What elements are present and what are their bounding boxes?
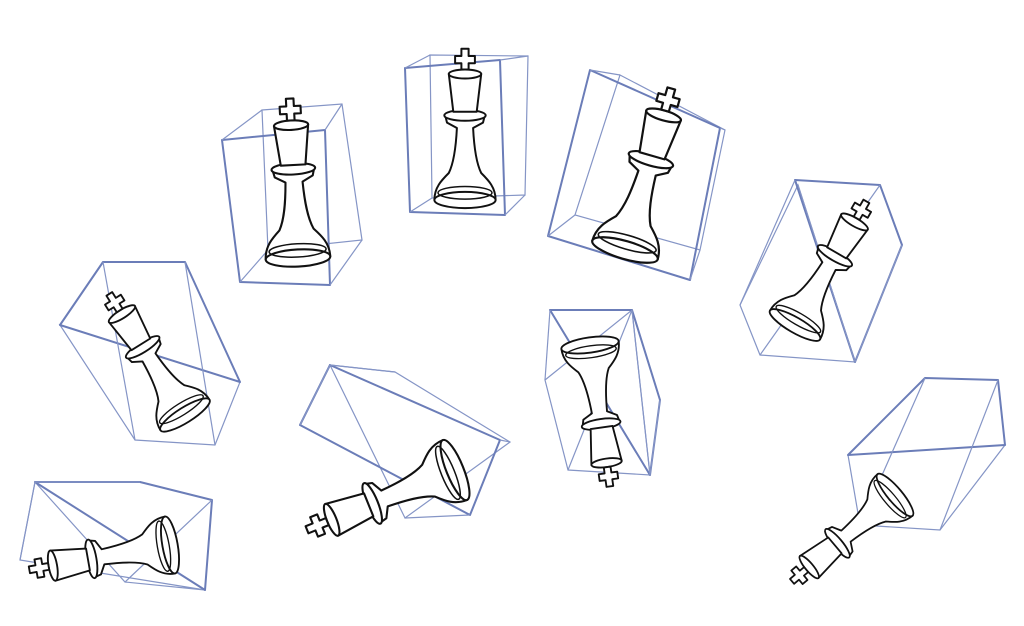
bounding-box-edge [102,261,136,441]
bounding-box-edge [329,239,363,286]
bounding-box-edge [404,54,431,69]
bounding-box-edge [239,249,269,283]
king-in-box-2 [404,47,529,216]
bounding-box-edge [544,309,551,381]
king-in-box-1 [221,95,363,286]
bounding-box-edge [719,127,726,131]
bounding-box-edge [589,69,621,76]
chess-king-icon [773,468,919,604]
bounding-box-edge [499,55,529,61]
bounding-box-edge [184,261,216,446]
king-in-box-6 [293,364,512,561]
chess-king-icon [293,435,477,561]
bounding-box-edge [739,179,796,306]
bounding-box-edge [689,249,701,281]
chess-king-icon [588,78,706,270]
bounding-box-edge [329,364,396,373]
bounding-box-edge [221,109,263,141]
bounding-box-edge [19,481,36,561]
king-in-box-8 [773,377,1007,604]
chess-king-icon [83,277,215,438]
bounding-box-edge [409,197,433,213]
bounding-box-edge [504,194,526,216]
king-in-box-9 [19,480,213,600]
bounding-box-edge [649,399,661,476]
chess-king-icon [559,332,640,492]
bounding-box-edge [404,514,471,519]
chess-king-icon [256,95,332,270]
bounding-box-front [847,377,1006,456]
bounding-box-edge [499,439,511,443]
bounding-box-edge [299,364,331,426]
king-in-box-5 [58,261,241,446]
king-in-box-3 [547,69,726,281]
king-in-box-4 [739,179,903,363]
bounding-box-back [19,480,206,591]
bounding-box-edge [939,379,999,531]
bounding-box-edge [631,309,651,476]
chess-king-icon [433,47,497,210]
king-in-box-7 [544,308,661,492]
bounding-box-edge [324,103,343,131]
bounding-box-edge [854,244,903,363]
bounding-box-edge [547,214,576,237]
